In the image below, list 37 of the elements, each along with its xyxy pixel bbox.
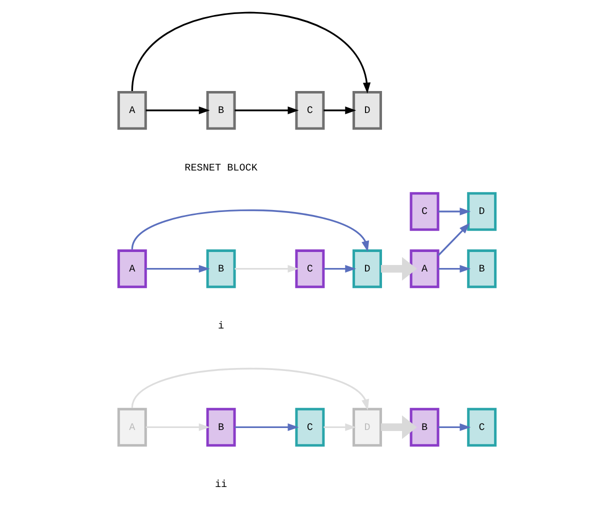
arrow — [130, 367, 369, 410]
node-box: B — [466, 248, 496, 288]
arrow — [145, 106, 210, 114]
node-box: C — [466, 407, 496, 446]
arrow — [234, 422, 298, 431]
node-box: C — [294, 90, 324, 130]
arrow — [234, 106, 298, 114]
arrow — [234, 264, 298, 272]
arrow — [145, 264, 210, 272]
arrow — [323, 264, 356, 272]
arrow — [438, 207, 470, 215]
arrow — [130, 209, 369, 252]
node-box: D — [352, 90, 382, 130]
node-box: B — [206, 248, 236, 288]
arrow — [130, 11, 370, 94]
node-box: A — [116, 90, 146, 130]
node-box: B — [206, 90, 236, 130]
node-box: B — [409, 407, 439, 446]
label: i — [218, 321, 224, 332]
arrow — [438, 264, 470, 272]
node-box: B — [206, 407, 236, 446]
node-box: A — [116, 248, 146, 288]
arrow — [438, 422, 470, 431]
node-box: D — [466, 192, 496, 230]
label: RESNET BLOCK — [184, 162, 257, 174]
node-box: C — [294, 407, 324, 446]
arrow — [437, 222, 470, 256]
node-box: C — [409, 192, 439, 230]
arrow — [380, 256, 417, 280]
arrow — [145, 422, 210, 431]
arrow — [323, 106, 356, 114]
label: ii — [214, 480, 227, 491]
node-box: A — [409, 248, 439, 288]
arrow — [380, 414, 417, 438]
arrow — [323, 422, 356, 431]
node-box: D — [352, 248, 382, 288]
node-box: C — [294, 248, 324, 288]
